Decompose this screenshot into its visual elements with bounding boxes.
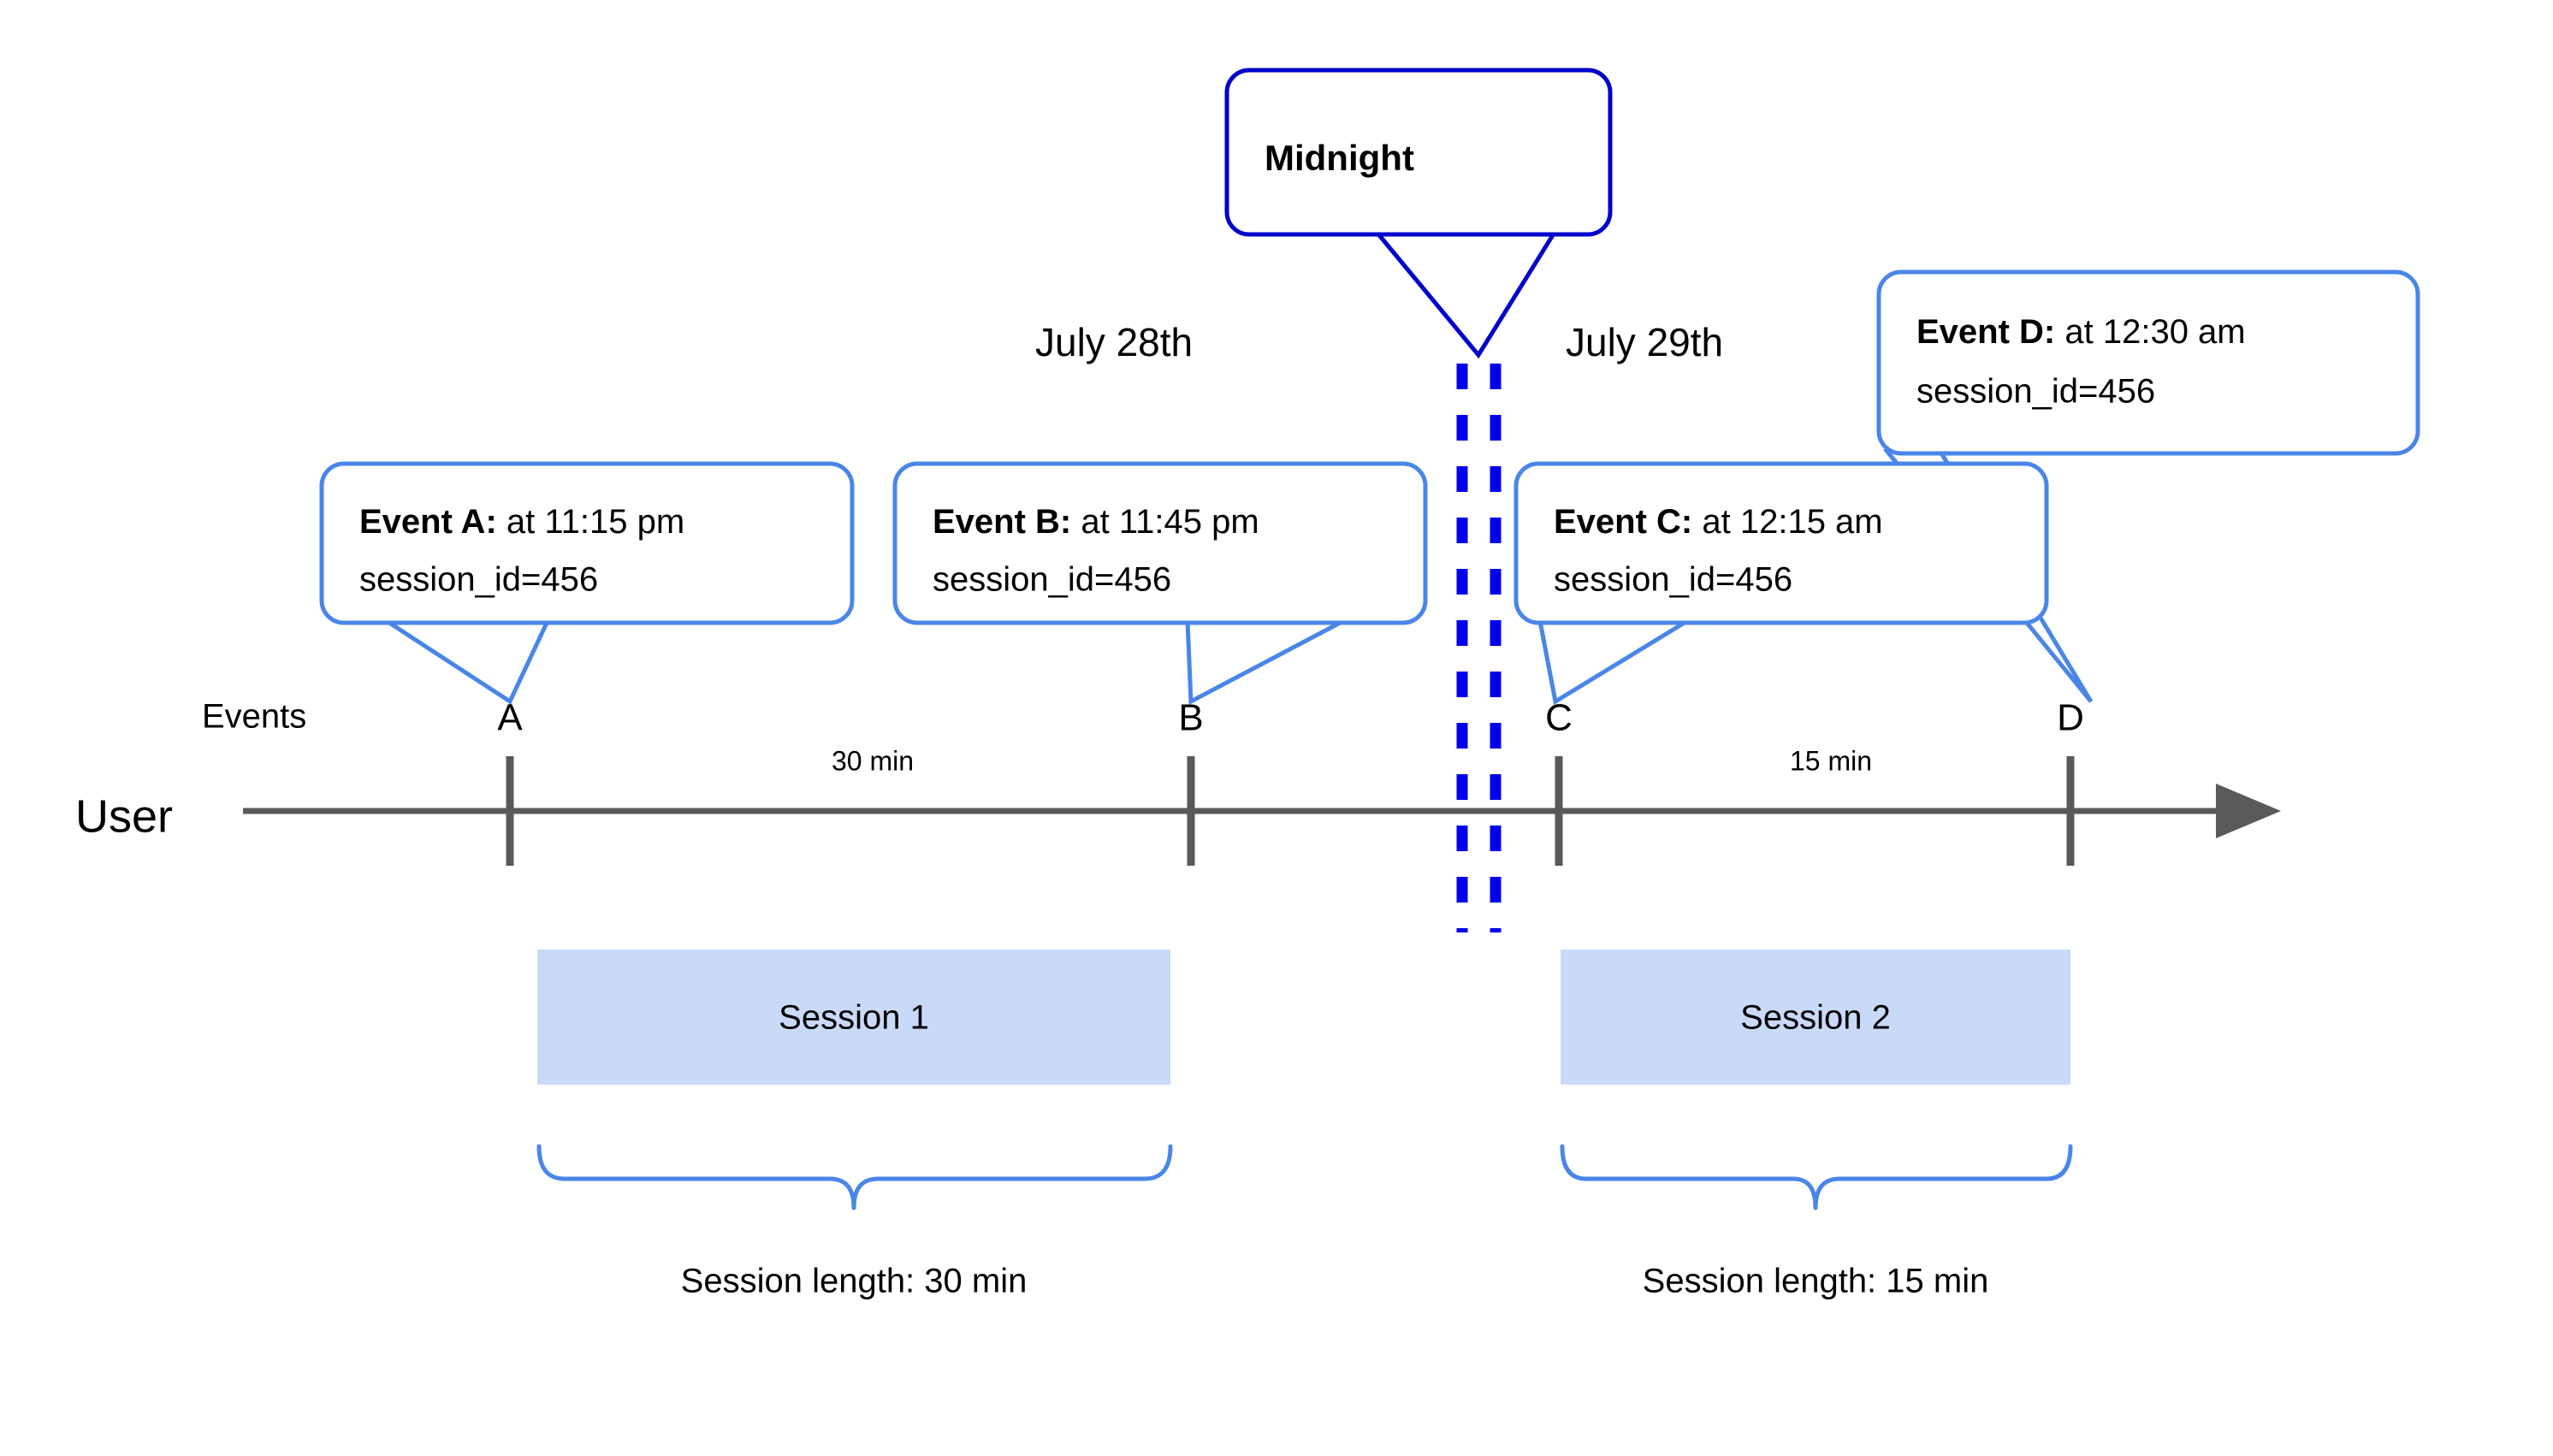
midnight-divider: [1456, 364, 1502, 932]
callout-event-b-line2: session_id=456: [933, 561, 1171, 599]
session-2-length-label: Session length: 15 min: [1643, 1263, 1989, 1300]
event-marker-d: D: [2057, 697, 2084, 739]
callout-event-c-line1: Event C: at 12:15 am: [1554, 503, 1883, 541]
date-label-right: July 29th: [1566, 320, 1723, 364]
callout-event-c-detail: at 12:15 am: [1692, 503, 1882, 541]
session-1-rect: [537, 950, 1170, 1085]
interval-label-2: 15 min: [1790, 745, 1872, 776]
callout-event-b-title: Event B:: [933, 503, 1071, 541]
events-row-label: Events: [202, 698, 306, 736]
session-block-1[interactable]: Session 1 Session length: 30 min: [536, 950, 1173, 1300]
callout-event-d-box: [1876, 269, 2420, 456]
session-2-label: Session 2: [1740, 999, 1891, 1037]
event-marker-a: A: [497, 697, 523, 739]
callout-event-d-title: Event D:: [1916, 313, 2055, 351]
callout-event-a-detail: at 11:15 pm: [497, 503, 684, 541]
midnight-callout-tail: [1371, 228, 1560, 359]
callout-event-c[interactable]: Event C: at 12:15 am session_id=456: [1513, 461, 2049, 706]
callout-event-a[interactable]: Event A: at 11:15 pm session_id=456: [319, 461, 855, 705]
callout-event-d-detail: at 12:30 am: [2055, 313, 2245, 351]
timeline-axis: User: [75, 756, 2281, 866]
callout-event-b-tail: [1185, 619, 1345, 706]
callout-event-a-line2: session_id=456: [359, 561, 598, 599]
callout-event-b-detail: at 11:45 pm: [1071, 503, 1259, 541]
callout-event-b-line1: Event B: at 11:45 pm: [933, 503, 1259, 541]
session-1-label: Session 1: [779, 999, 929, 1037]
axis-arrowhead: [2216, 784, 2281, 838]
midnight-callout-box: [1224, 68, 1613, 237]
date-label-left: July 28th: [1035, 320, 1193, 364]
axis-row-label: User: [75, 790, 173, 842]
session-block-2[interactable]: Session 2 Session length: 15 min: [1560, 950, 2073, 1300]
callout-event-a-tail: [379, 619, 551, 705]
callout-event-d-line2: session_id=456: [1916, 373, 2155, 411]
callout-event-c-title: Event C:: [1554, 503, 1692, 541]
interval-label-1: 30 min: [832, 745, 914, 776]
midnight-callout[interactable]: Midnight: [1224, 68, 1613, 359]
callout-event-c-box: [1513, 461, 2049, 625]
callout-event-a-line1: Event A: at 11:15 pm: [359, 503, 684, 541]
callout-event-d-line1: Event D: at 12:30 am: [1916, 313, 2246, 351]
callout-event-b[interactable]: Event B: at 11:45 pm session_id=456: [892, 461, 1428, 706]
callout-event-a-box: [319, 461, 855, 625]
event-marker-b: B: [1178, 697, 1203, 739]
callout-event-b-box: [892, 461, 1428, 625]
callout-event-c-line2: session_id=456: [1554, 561, 1792, 599]
callout-event-c-tail: [1537, 619, 1695, 706]
session-1-brace: [536, 1144, 1173, 1210]
midnight-label: Midnight: [1265, 138, 1414, 178]
callout-event-a-title: Event A:: [359, 503, 497, 541]
session-2-brace: [1560, 1144, 2073, 1210]
event-marker-c: C: [1545, 697, 1573, 739]
session-1-length-label: Session length: 30 min: [681, 1263, 1028, 1300]
session-2-rect: [1561, 950, 2070, 1085]
